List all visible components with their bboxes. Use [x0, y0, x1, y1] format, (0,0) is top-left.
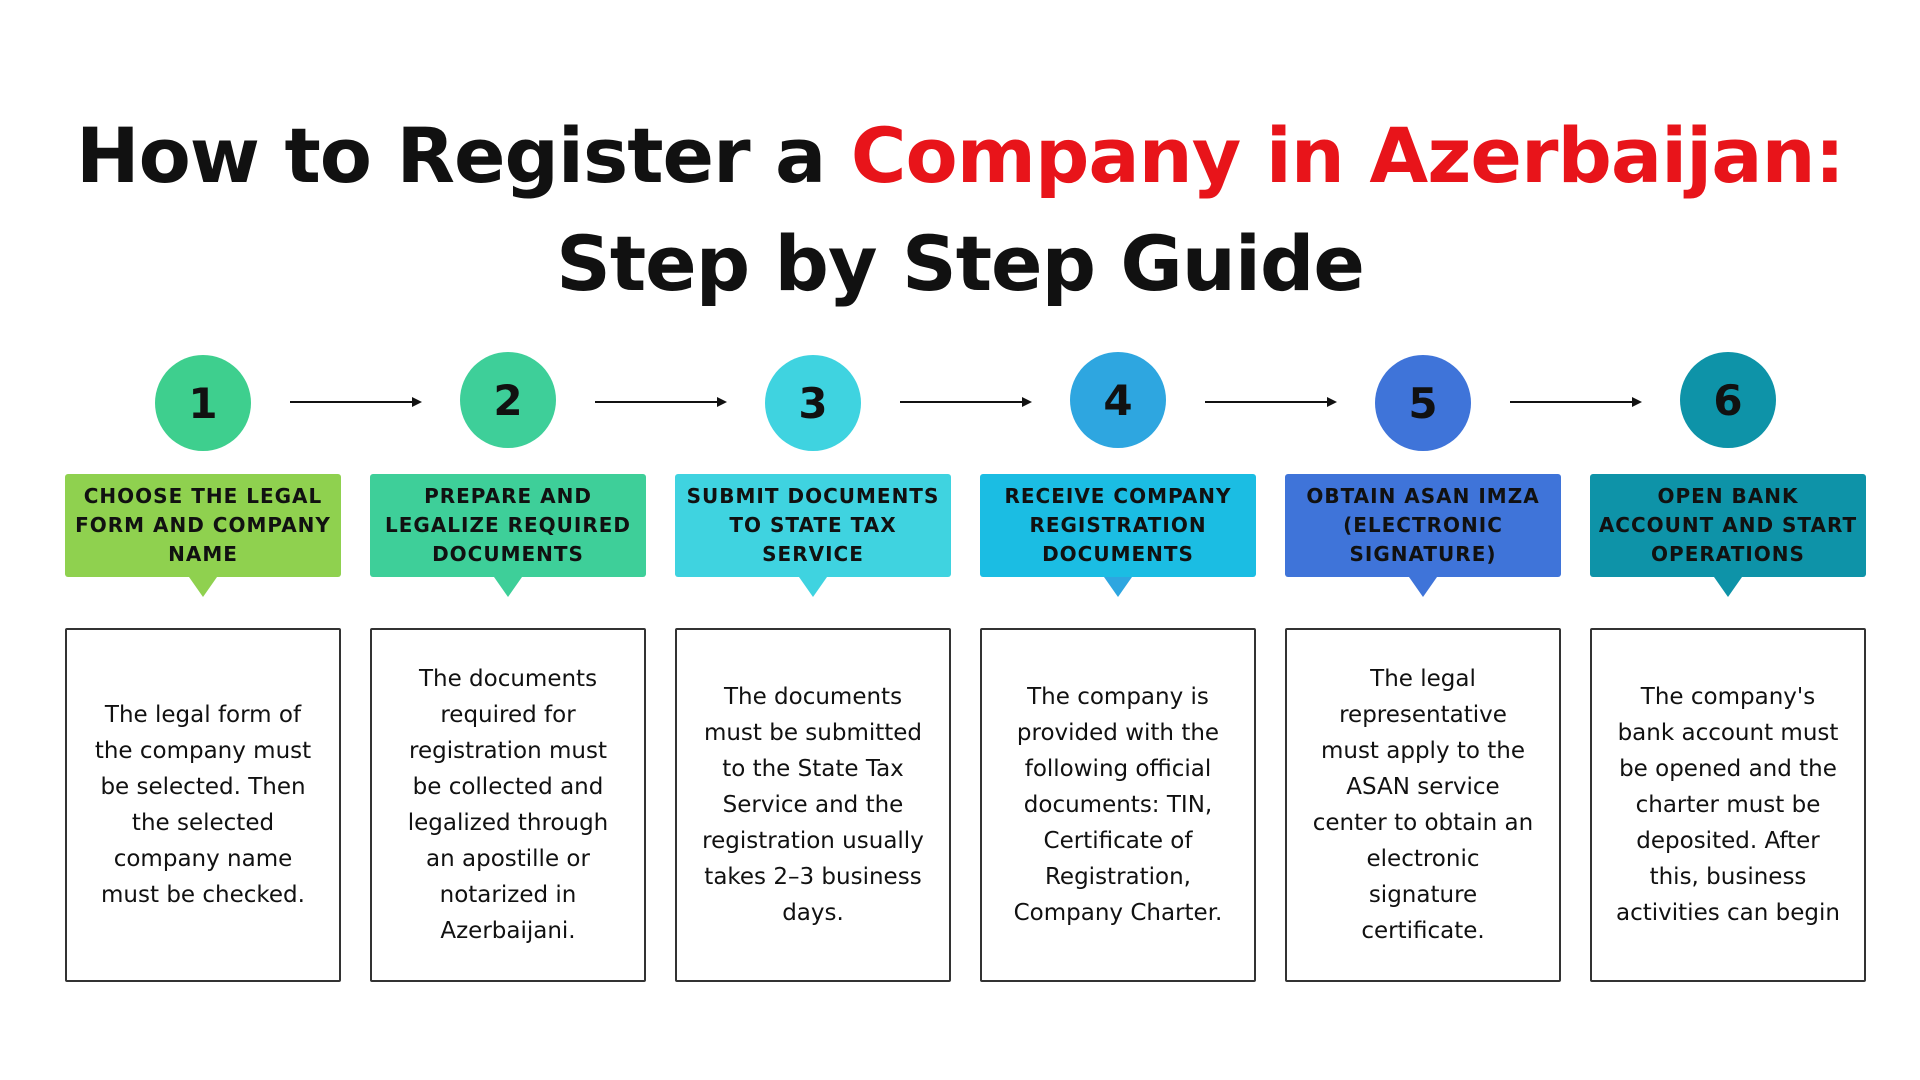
arrow-icon	[1205, 396, 1337, 408]
step-number-4: 4	[1070, 352, 1166, 448]
step-description-5-text: The legal representative must apply to t…	[1312, 666, 1534, 944]
step-description-2: The documents required for registration …	[370, 628, 646, 982]
step-description-2-text: The documents required for registration …	[407, 666, 609, 944]
arrow-icon	[595, 396, 727, 408]
arrow-icon	[1510, 396, 1642, 408]
step-description-1: The legal form of the company must be se…	[65, 628, 341, 982]
step-label-4: RECEIVE COMPANY REGISTRATION DOCUMENTS	[980, 474, 1256, 597]
step-label-4-text: RECEIVE COMPANY REGISTRATION DOCUMENTS	[1004, 484, 1232, 566]
title-part1: How to Register a	[75, 111, 851, 200]
title-line2: Step by Step Guide	[556, 219, 1365, 308]
arrow-icon	[900, 396, 1032, 408]
step-number-1: 1	[155, 355, 251, 451]
step-description-5: The legal representative must apply to t…	[1285, 628, 1561, 982]
arrow-icon	[290, 396, 422, 408]
step-label-2: PREPARE AND LEGALIZE REQUIRED DOCUMENTS	[370, 474, 646, 597]
step-description-6: The company's bank account must be opene…	[1590, 628, 1866, 982]
pointer-icon	[1714, 577, 1742, 597]
step-number-2: 2	[460, 352, 556, 448]
step-label-2-text: PREPARE AND LEGALIZE REQUIRED DOCUMENTS	[384, 484, 632, 566]
step-label-5-text: OBTAIN ASAN IMZA (ELECTRONIC SIGNATURE)	[1306, 484, 1540, 566]
title-highlight: Company in Azerbaijan:	[850, 111, 1845, 200]
step-label-6-text: OPEN BANK ACCOUNT AND START OPERATIONS	[1598, 484, 1858, 566]
page-title: How to Register a Company in Azerbaijan:…	[0, 102, 1920, 318]
step-description-4-text: The company is provided with the followi…	[1013, 684, 1223, 926]
pointer-icon	[1104, 577, 1132, 597]
step-description-4: The company is provided with the followi…	[980, 628, 1256, 982]
step-description-3: The documents must be submitted to the S…	[675, 628, 951, 982]
step-label-3-text: SUBMIT DOCUMENTS TO STATE TAX SERVICE	[686, 484, 940, 566]
step-number-5: 5	[1375, 355, 1471, 451]
step-description-1-text: The legal form of the company must be se…	[94, 702, 312, 908]
step-label-5: OBTAIN ASAN IMZA (ELECTRONIC SIGNATURE)	[1285, 474, 1561, 597]
step-number-6: 6	[1680, 352, 1776, 448]
pointer-icon	[799, 577, 827, 597]
step-label-3: SUBMIT DOCUMENTS TO STATE TAX SERVICE	[675, 474, 951, 597]
step-description-6-text: The company's bank account must be opene…	[1616, 684, 1840, 926]
step-label-1: CHOOSE THE LEGAL FORM AND COMPANY NAME	[65, 474, 341, 597]
pointer-icon	[189, 577, 217, 597]
step-number-3: 3	[765, 355, 861, 451]
step-label-6: OPEN BANK ACCOUNT AND START OPERATIONS	[1590, 474, 1866, 597]
pointer-icon	[1409, 577, 1437, 597]
pointer-icon	[494, 577, 522, 597]
step-label-1-text: CHOOSE THE LEGAL FORM AND COMPANY NAME	[75, 484, 331, 566]
step-description-3-text: The documents must be submitted to the S…	[702, 684, 924, 926]
